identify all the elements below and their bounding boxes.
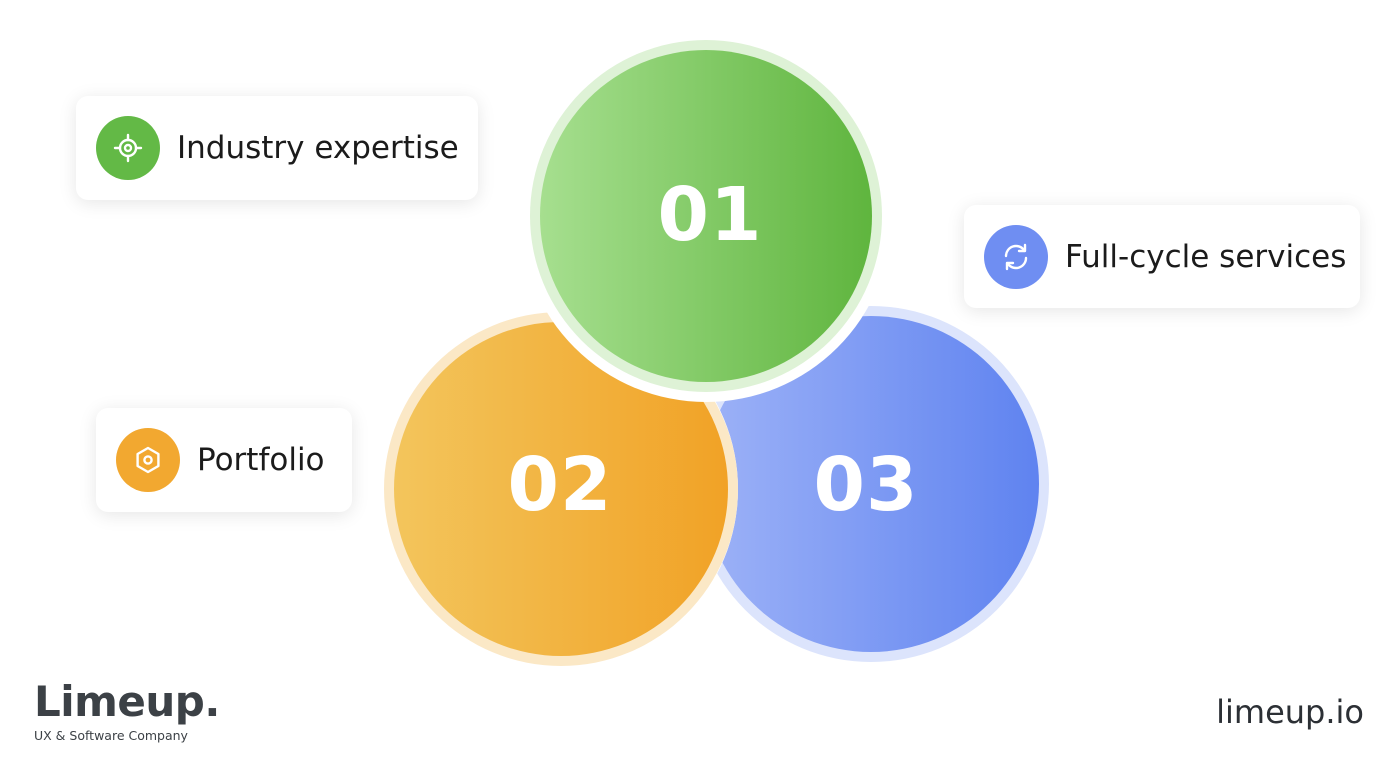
card-industry-expertise: Industry expertise (76, 96, 478, 200)
card-full-cycle-services: Full-cycle services (964, 205, 1360, 308)
brand-name: Limeup. (34, 677, 220, 726)
card-portfolio: Portfolio (96, 408, 352, 512)
circle-02-number: 02 (508, 442, 613, 528)
circle-01-number: 01 (658, 172, 763, 258)
refresh-icon (984, 224, 1048, 289)
brand-logo: Limeup. UX & Software Company (34, 677, 220, 744)
circle-02: 02 (374, 307, 738, 671)
target-icon (96, 116, 160, 180)
circle-03: 03 (693, 306, 1049, 662)
brand-tagline: UX & Software Company (34, 728, 188, 743)
circle-01: 01 (520, 30, 892, 402)
hexagon-icon (116, 428, 180, 492)
card-fullcycle-label: Full-cycle services (1065, 238, 1347, 275)
circle-03-number: 03 (814, 442, 919, 528)
card-industry-label: Industry expertise (177, 130, 459, 166)
site-url: limeup.io (1216, 693, 1364, 731)
card-portfolio-label: Portfolio (197, 442, 325, 478)
